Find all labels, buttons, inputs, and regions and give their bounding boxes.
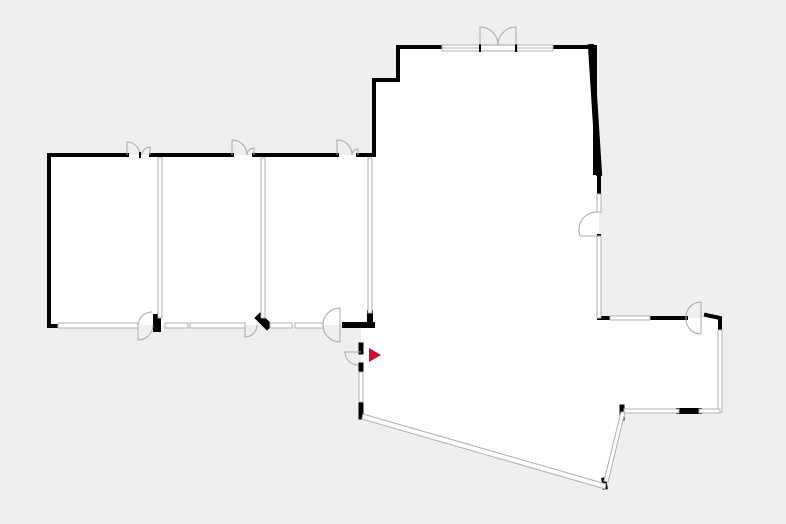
door-room-3-bottom[interactable]: [322, 307, 341, 343]
doors: [126, 26, 702, 366]
door-right[interactable]: [578, 211, 600, 237]
main-hall[interactable]: [361, 47, 720, 486]
room-3[interactable]: [263, 155, 371, 325]
room-1[interactable]: [50, 155, 160, 325]
windows: [57, 44, 723, 490]
door-entrance-left[interactable]: [344, 351, 361, 366]
floor-areas: [50, 47, 720, 486]
walls: [47, 43, 722, 490]
door-room-2-bottom[interactable]: [244, 324, 258, 338]
door-room-2[interactable]: [231, 139, 255, 156]
room-2[interactable]: [160, 155, 263, 325]
position-marker-triangle-icon: [369, 348, 381, 362]
door-room-1[interactable]: [126, 141, 151, 158]
door-room-3[interactable]: [336, 139, 359, 156]
door-right-lower[interactable]: [685, 301, 702, 335]
door-room-1-bottom[interactable]: [137, 311, 154, 341]
double-door-top[interactable]: [479, 26, 518, 52]
